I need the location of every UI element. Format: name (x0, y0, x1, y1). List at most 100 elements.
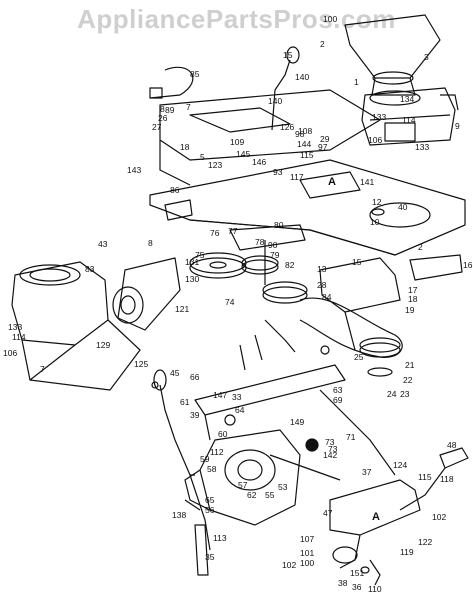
label-79: 79 (270, 250, 280, 260)
label-77: 77 (228, 226, 238, 236)
label-63: 63 (333, 385, 343, 395)
label-16: 16 (463, 260, 473, 270)
label-110: 110 (368, 584, 382, 594)
frame-bar (194, 364, 346, 416)
label-53: 53 (278, 482, 288, 492)
label-144: 144 (297, 139, 311, 149)
label-97: 97 (318, 142, 328, 152)
label-76: 76 (210, 228, 220, 238)
label-140b: 140 (268, 96, 282, 106)
label-101: 101 (300, 548, 314, 558)
label-18b: 18 (408, 294, 418, 304)
label-25: 25 (354, 352, 364, 362)
label-133c: 133 (8, 322, 22, 332)
label-28: 28 (317, 280, 327, 290)
transmission (199, 429, 301, 526)
label-39: 39 (190, 410, 200, 420)
label-90: 90 (268, 240, 278, 250)
label-109: 109 (230, 137, 244, 147)
label-114: 114 (402, 115, 416, 125)
label-75: 75 (195, 250, 205, 260)
label-89: 89 (165, 105, 175, 115)
label-73: 73 (325, 437, 335, 447)
label-73b: 73 (328, 444, 338, 454)
label-146: 146 (252, 157, 266, 167)
label-8b: 8 (148, 238, 153, 248)
label-56: 56 (205, 505, 215, 515)
label-84: 84 (322, 292, 332, 302)
label-26: 26 (158, 113, 168, 123)
label-69: 69 (333, 395, 343, 405)
callout-a-upper: A (328, 176, 336, 188)
label-117: 117 (290, 172, 304, 182)
left-engine (11, 261, 109, 346)
label-138: 138 (172, 510, 186, 520)
label-93: 93 (273, 167, 283, 177)
label-102: 102 (432, 512, 446, 522)
label-106b: 106 (3, 348, 17, 358)
label-58: 58 (207, 464, 217, 474)
label-131: 131 (185, 257, 199, 267)
label-115: 115 (300, 150, 314, 160)
label-66: 66 (190, 372, 200, 382)
label-29: 29 (320, 134, 330, 144)
label-112: 112 (210, 447, 224, 457)
label-21: 21 (405, 360, 415, 370)
label-1: 1 (354, 77, 359, 87)
handle-grip (439, 447, 469, 469)
label-13: 13 (317, 264, 327, 274)
label-17: 17 (408, 285, 418, 295)
label-74: 74 (225, 297, 235, 307)
label-115b: 115 (418, 472, 432, 482)
label-12: 12 (372, 197, 382, 207)
label-71: 71 (346, 432, 356, 442)
label-15b: 15 (352, 257, 362, 267)
label-107: 107 (300, 534, 314, 544)
label-18: 18 (180, 142, 190, 152)
label-60: 60 (218, 429, 228, 439)
watermark: AppliancePartsPros.com (77, 4, 396, 34)
label-27: 27 (152, 122, 162, 132)
label-123: 123 (208, 160, 222, 170)
label-19: 19 (405, 305, 415, 315)
label-118: 118 (440, 474, 454, 484)
label-141: 141 (360, 177, 374, 187)
label-149: 149 (290, 417, 304, 427)
label-22: 22 (403, 375, 413, 385)
steering-rod (271, 59, 291, 131)
label-7: 7 (186, 102, 191, 112)
label-121: 121 (175, 304, 189, 314)
label-37: 37 (362, 467, 372, 477)
label-5: 5 (200, 152, 205, 162)
label-78: 78 (255, 237, 265, 247)
label-3: 3 (424, 52, 429, 62)
label-100: 100 (323, 14, 337, 24)
label-65: 65 (205, 495, 215, 505)
label-130: 130 (185, 274, 199, 284)
shift-lever (159, 384, 211, 551)
label-48: 48 (447, 440, 457, 450)
label-33: 33 (232, 392, 242, 402)
label-61: 61 (180, 397, 190, 407)
hopper (344, 14, 441, 79)
label-140: 140 (295, 72, 309, 82)
label-62: 62 (247, 490, 257, 500)
label-129: 129 (96, 340, 110, 350)
label-125: 125 (134, 359, 148, 369)
label-24: 24 (387, 389, 397, 399)
label-64: 64 (235, 405, 245, 415)
label-59: 59 (200, 454, 210, 464)
label-100b: 100 (300, 558, 314, 568)
label-147: 147 (213, 390, 227, 400)
label-134: 134 (400, 94, 414, 104)
label-8: 8 (160, 104, 165, 114)
label-122: 122 (418, 537, 432, 547)
label-2: 2 (320, 39, 325, 49)
label-9: 9 (455, 121, 460, 131)
label-7b: 7 (40, 364, 45, 374)
label-85: 85 (190, 69, 200, 79)
drive-belt (299, 297, 403, 358)
label-133b: 133 (415, 142, 429, 152)
label-43: 43 (98, 239, 108, 249)
